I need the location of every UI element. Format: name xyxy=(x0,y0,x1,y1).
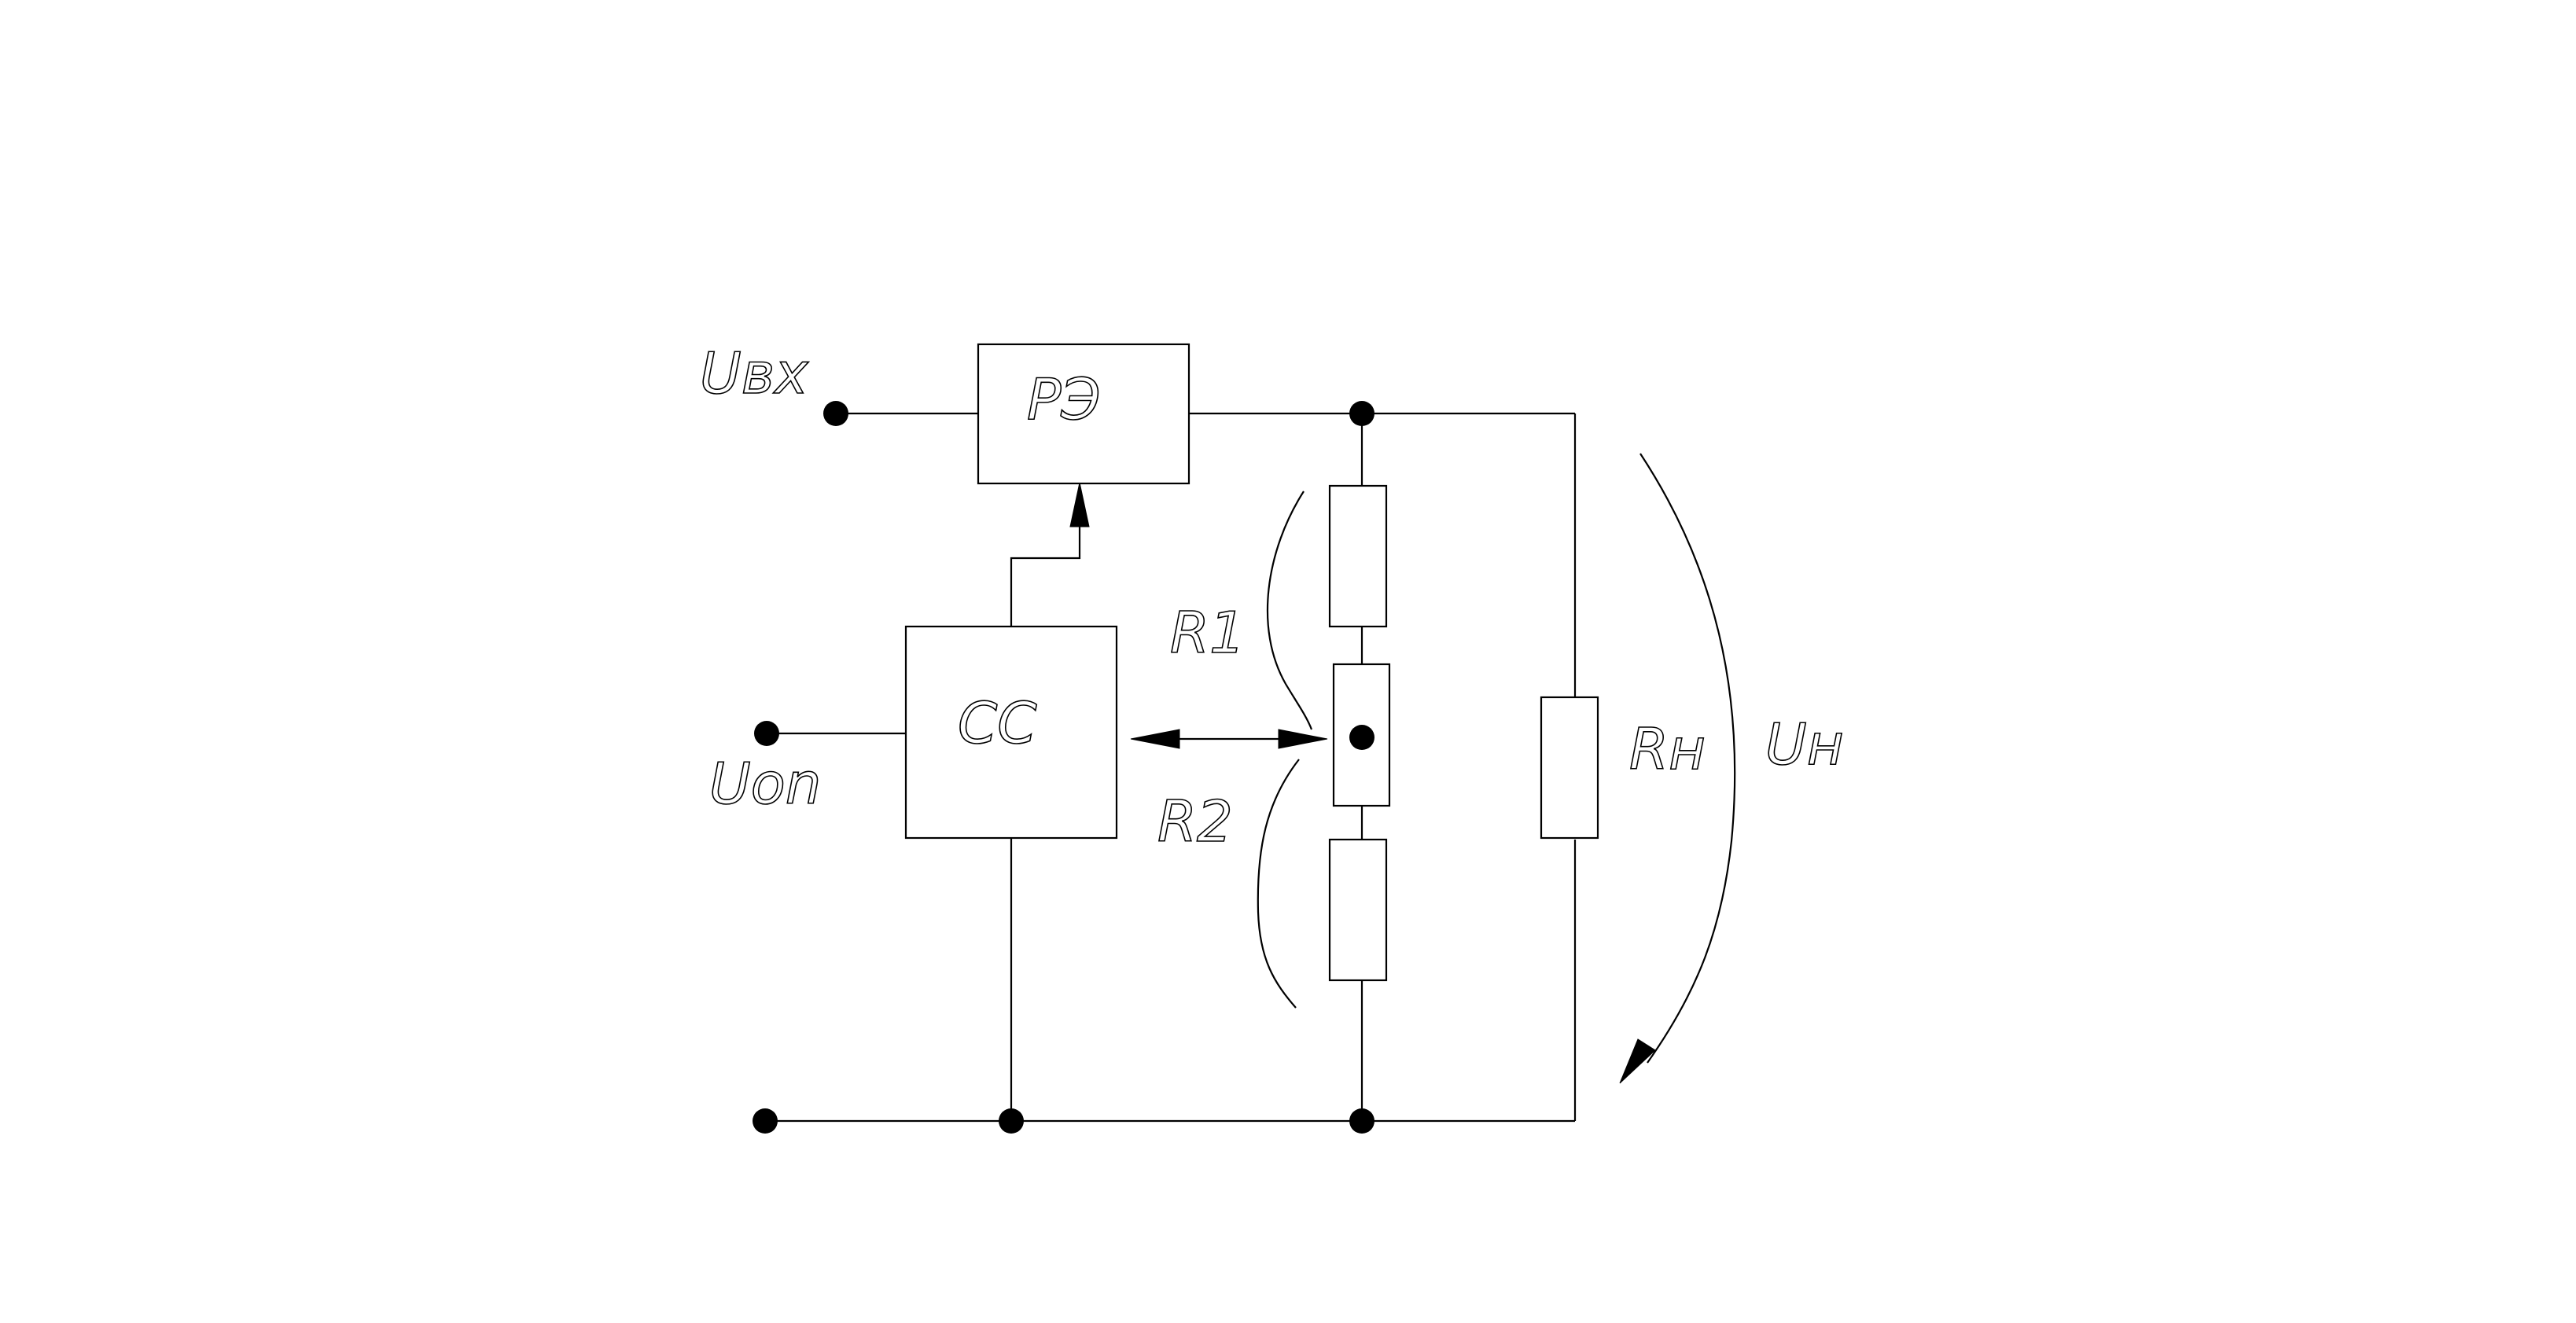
brace-r2 xyxy=(1257,759,1300,1009)
resistor-r2 xyxy=(1328,838,1388,982)
wires xyxy=(767,412,1577,1123)
label-reg-element: РЭ xyxy=(1027,366,1101,432)
label-r2: R2 xyxy=(1157,788,1233,854)
feedback-arrowhead-left xyxy=(1130,729,1180,749)
regulating-element-box xyxy=(977,343,1190,485)
components xyxy=(904,343,1599,982)
wire-control xyxy=(1010,525,1081,627)
label-r-load: Rн xyxy=(1629,716,1706,782)
comparison-circuit-box xyxy=(904,625,1118,840)
voltage-arc xyxy=(1639,453,1736,1064)
label-r1: R1 xyxy=(1170,600,1246,666)
arrows xyxy=(1069,482,1328,749)
labels: Uвх РЭ СС Uon R1 R2 Rн Uн xyxy=(699,340,1844,855)
label-u-ref: Uon xyxy=(709,751,821,817)
control-arrowhead xyxy=(1069,482,1090,527)
node-pot-wiper xyxy=(1349,725,1374,750)
feedback-arrowhead-right xyxy=(1278,729,1328,749)
node-divider-ground xyxy=(1349,1108,1374,1134)
node-top xyxy=(1349,401,1374,426)
label-comparison: СС xyxy=(958,690,1037,756)
label-u-in: Uвх xyxy=(700,340,809,406)
load-resistor xyxy=(1540,696,1599,840)
nodes xyxy=(753,401,1374,1134)
brace-r1 xyxy=(1266,491,1313,730)
terminal-u-ref xyxy=(754,721,779,746)
resistor-r1 xyxy=(1328,484,1388,628)
node-cc-ground xyxy=(999,1108,1024,1134)
braces xyxy=(1257,453,1736,1084)
voltage-arc-arrowhead xyxy=(1619,1038,1656,1084)
terminal-u-in xyxy=(823,401,848,426)
label-u-load: Uн xyxy=(1765,711,1844,777)
terminal-ground xyxy=(753,1108,778,1134)
